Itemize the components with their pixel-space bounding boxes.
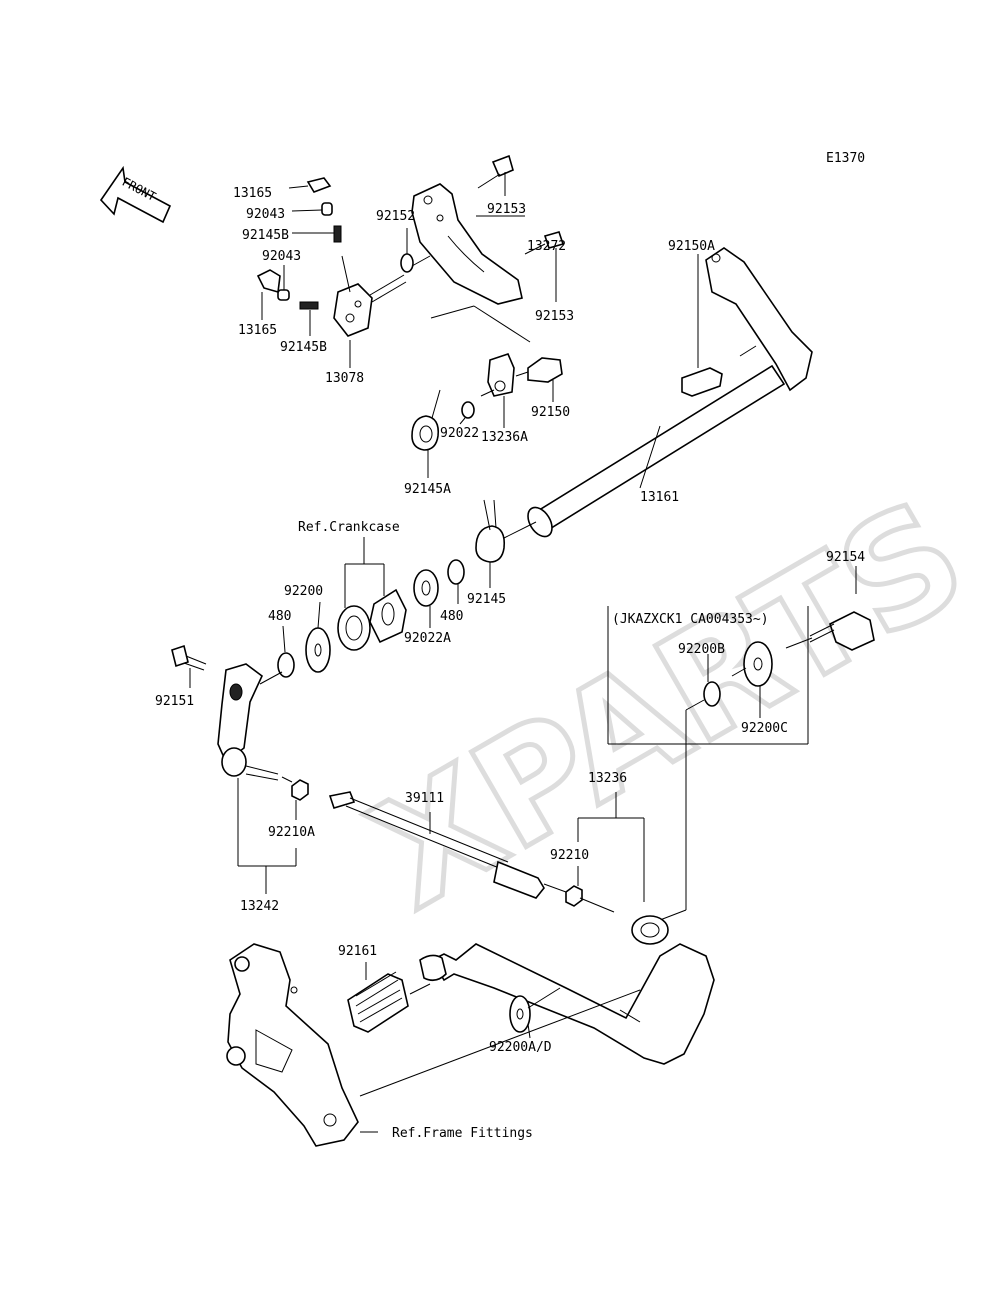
part-label: 92150A [668,239,715,254]
part-label: 92153 [535,309,574,324]
pedal-rubber [347,962,431,1033]
serial-range-label: (JKAZXCK1 CA004353~) [612,612,769,627]
ref-frame-fittings-label: Ref.Frame Fittings [392,1126,533,1141]
part-label: 13236 [588,771,627,786]
shift-lever-group [171,644,309,894]
shift-cam-group [256,154,565,368]
diagram-code: E1370 [826,151,865,166]
shift-pedal [419,915,715,1065]
footrest-bracket: Ref.Frame Fittings [226,943,641,1147]
part-label: 92200A/D [489,1040,552,1055]
part-label: 92150 [531,405,570,420]
shaft-spring-group [413,499,537,628]
part-label: 92210 [550,848,589,863]
part-label: 92145A [404,482,451,497]
part-label: 13165 [238,323,277,338]
part-label: 13161 [640,490,679,505]
part-label: 92200 [284,584,323,599]
serial-variant-box: (JKAZXCK1 CA004353~) [607,566,875,921]
shift-arm-group [411,353,563,478]
tie-rod [328,791,645,913]
part-label: 39111 [405,791,444,806]
part-label: 92153 [487,202,526,217]
part-label: 92161 [338,944,377,959]
part-label: 92022 [440,426,479,441]
pedal-washer [509,987,561,1039]
part-label: 13078 [325,371,364,386]
part-label: 92145B [280,340,327,355]
part-label: 92200C [741,721,788,736]
part-label: 92154 [826,550,865,565]
part-label: 92043 [262,249,301,264]
part-label: 480 [268,609,291,624]
front-arrow-icon: FRONT [99,165,172,224]
part-label: 13165 [233,186,272,201]
part-labels: 13165 92043 92145B 92043 13165 92145B 13… [155,186,865,1055]
watermark: XPARTS [345,468,992,942]
part-label: 92022A [404,631,451,646]
part-label: 92145 [467,592,506,607]
crankcase-bearing-group: Ref.Crankcase [277,520,407,678]
part-label: 13242 [240,899,279,914]
part-label: 13272 [527,239,566,254]
part-label: 92210A [268,825,315,840]
part-label: 13236A [481,430,528,445]
part-label: 92145B [242,228,289,243]
part-label: 92152 [376,209,415,224]
ref-crankcase-label: Ref.Crankcase [298,520,400,535]
part-label: 92200B [678,642,725,657]
part-label: 92043 [246,207,285,222]
part-label: 92151 [155,694,194,709]
part-label: 480 [440,609,463,624]
shift-shaft [527,247,813,538]
